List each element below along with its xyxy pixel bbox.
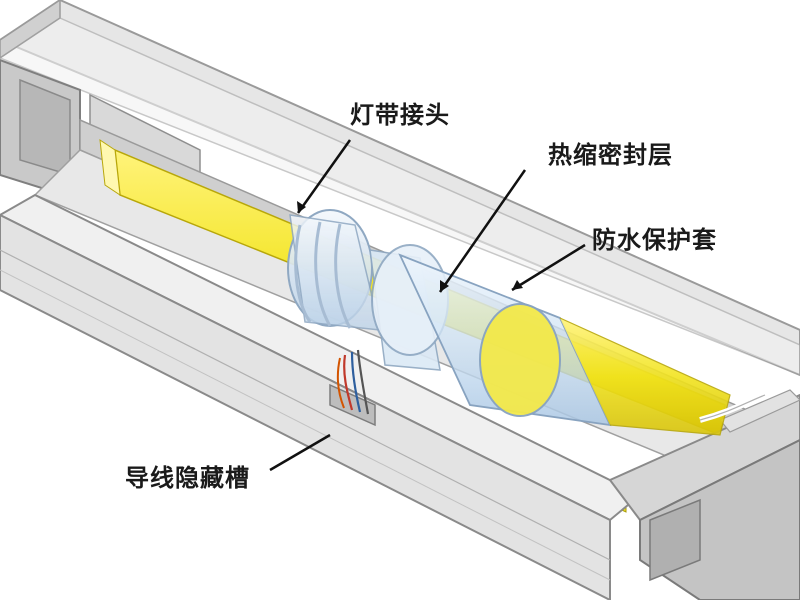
leader-strip-connector	[296, 139, 352, 214]
wire-groove	[329, 349, 376, 427]
label-strip-connector: 灯带接头	[350, 101, 450, 129]
label-heat-shrink-layer: 热缩密封层	[548, 141, 673, 169]
label-waterproof-sleeve: 防水保护套	[592, 226, 717, 254]
wire-red	[343, 354, 354, 411]
wire-black	[356, 349, 370, 415]
wire-orange	[336, 357, 345, 409]
end-cable-outline	[699, 394, 766, 421]
leader-waterproof-sleeve	[511, 243, 586, 292]
strip-connector	[287, 209, 381, 331]
housing-top-frame	[0, 0, 800, 377]
leader-wire-groove	[269, 433, 331, 472]
leader-lines	[269, 139, 586, 472]
label-wire-groove: 导线隐藏槽	[125, 464, 250, 492]
wire-blue	[350, 351, 362, 413]
leader-heat-shrink	[438, 169, 527, 293]
waterproof-sleeve	[398, 253, 731, 436]
housing-right-end	[608, 389, 800, 600]
